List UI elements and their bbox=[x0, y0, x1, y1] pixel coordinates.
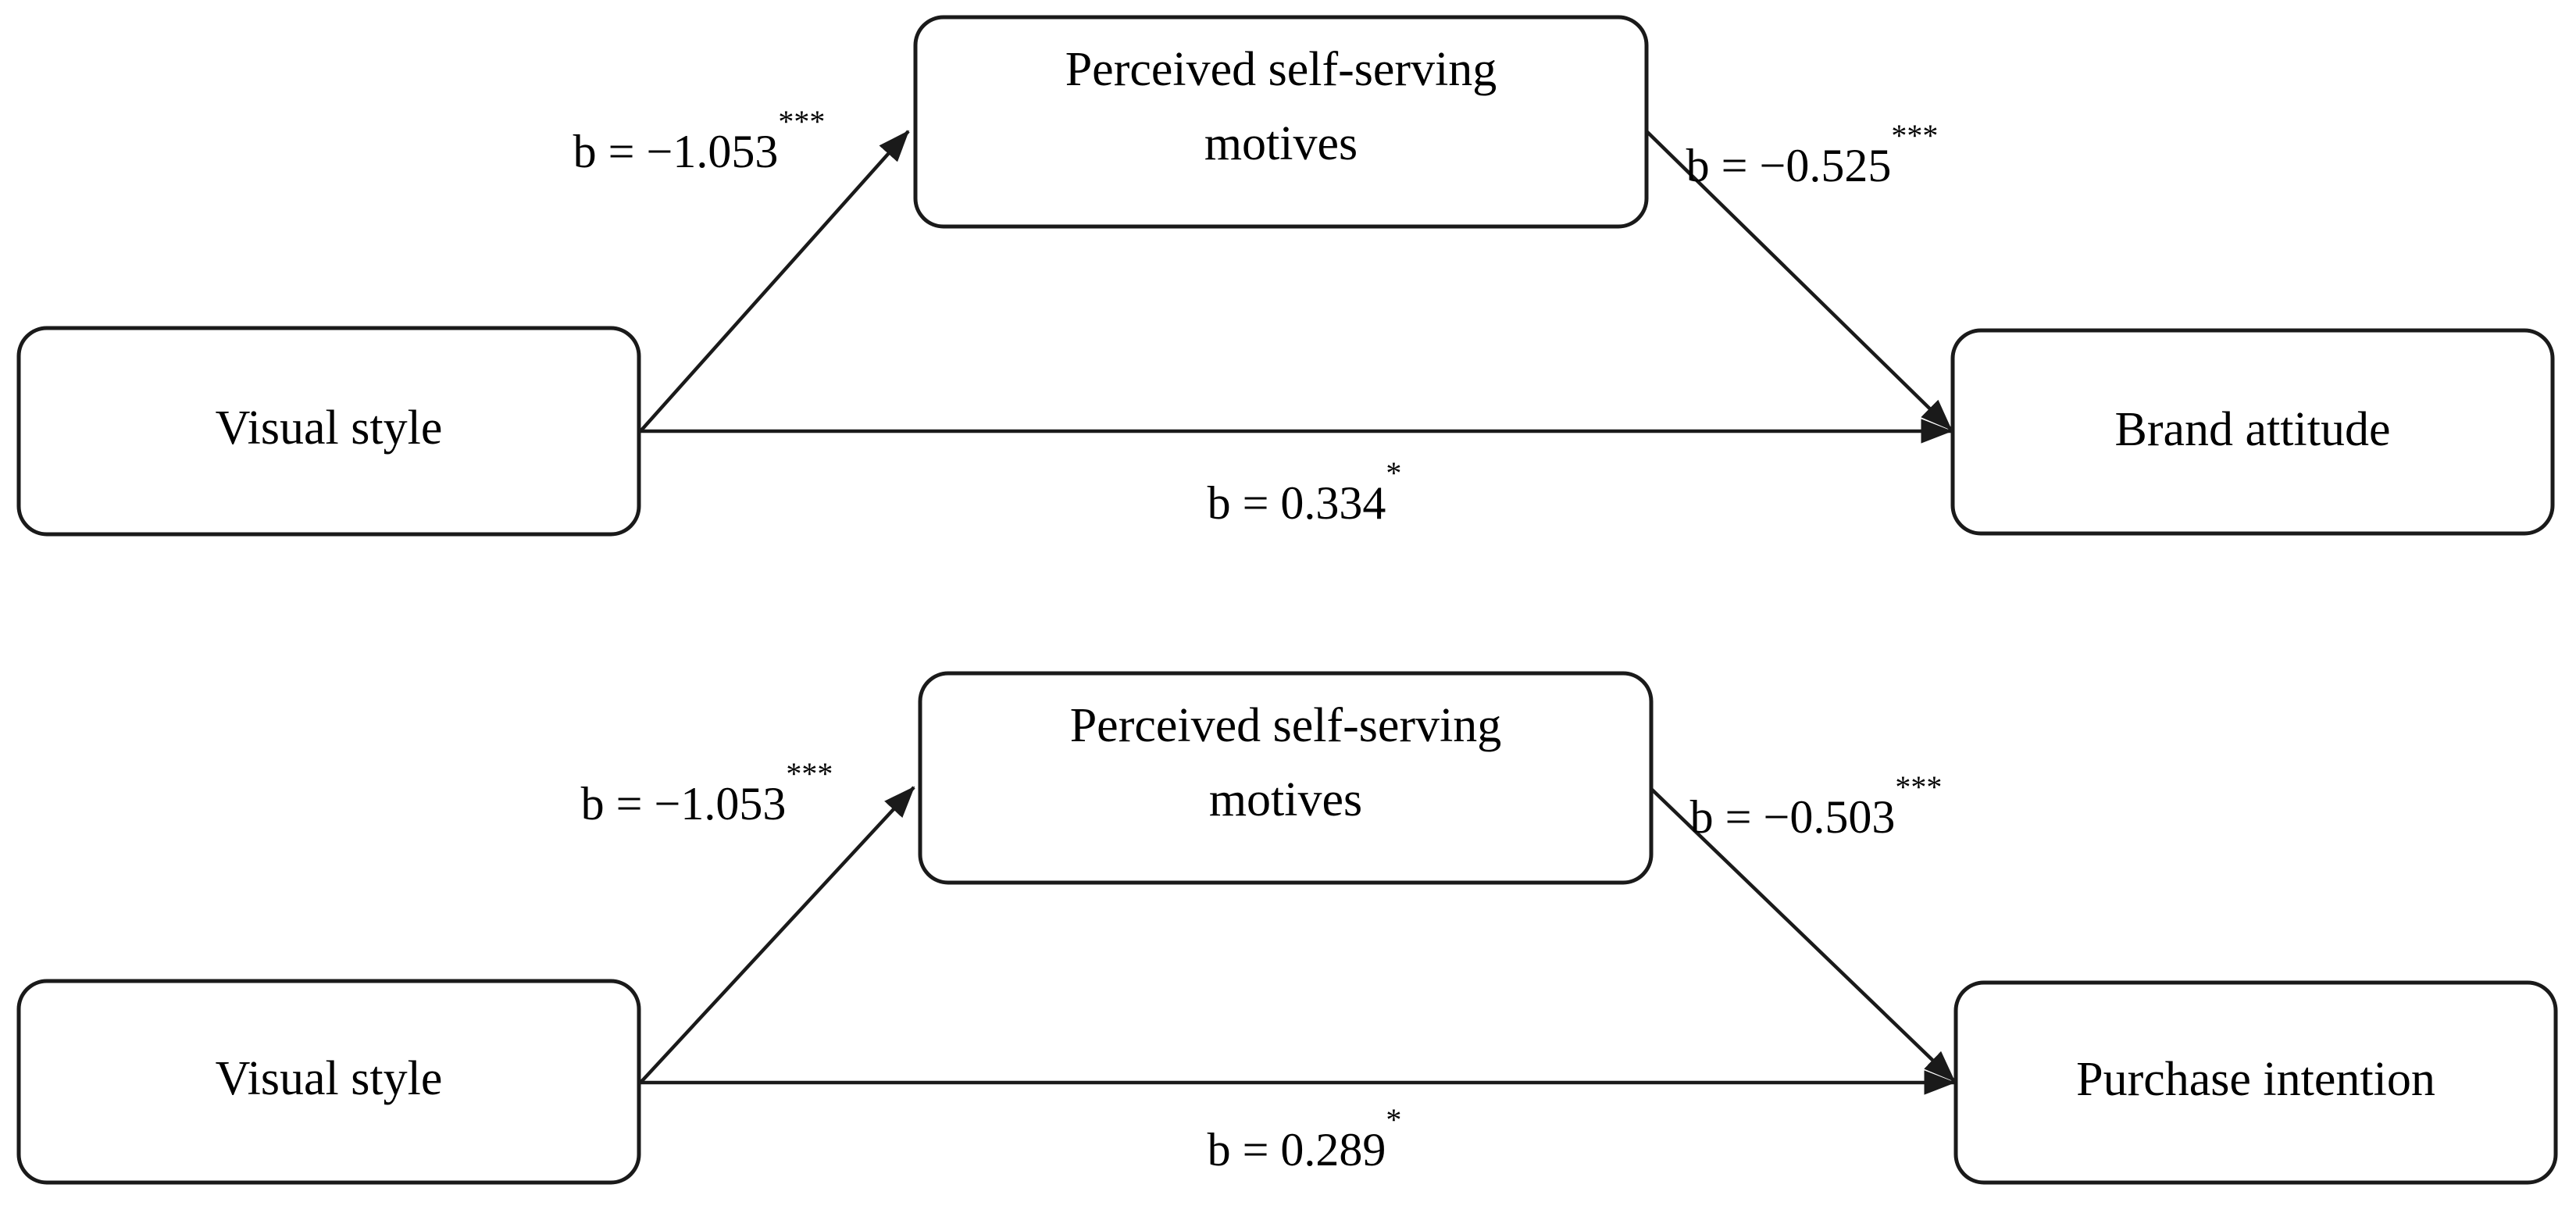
node-outcome-top[interactable] bbox=[1950, 328, 2555, 536]
edge-label-c-path-top-text: b = 0.334 bbox=[1208, 477, 1386, 529]
edge-visual-style-to-mediator-bottom bbox=[639, 786, 915, 1084]
edge-visual-style-to-mediator bbox=[639, 130, 910, 433]
edge-label-a-path-top-stars: *** bbox=[778, 104, 825, 139]
edge-label-b-path-bottom-text: b = −0.503 bbox=[1690, 791, 1896, 843]
edge-label-b-path-top-text: b = −0.525 bbox=[1686, 140, 1892, 191]
edge-label-a-path-bottom-text: b = −1.053 bbox=[581, 778, 787, 829]
node-predictor-bottom-label: Visual style bbox=[216, 1052, 443, 1105]
panel-brand-attitude: Perceived self-serving motives Visual st… bbox=[16, 15, 2555, 537]
edge-mediator-to-brand-attitude bbox=[1645, 130, 1953, 431]
edge-label-b-path-top: b = −0.525*** bbox=[1581, 118, 2021, 191]
edge-label-a-path-top-text: b = −1.053 bbox=[573, 126, 779, 177]
node-mediator-top[interactable] bbox=[913, 15, 1649, 229]
edge-label-c-path-top-stars: * bbox=[1386, 455, 1401, 491]
edge-label-b-path-bottom-stars: *** bbox=[1895, 769, 1942, 805]
node-predictor-bottom[interactable] bbox=[16, 979, 641, 1185]
node-mediator-bottom-label-line1: Perceived self-serving bbox=[1070, 699, 1502, 752]
edge-label-c-path-top: b = 0.334* bbox=[1102, 455, 1484, 529]
panel-purchase-intention: Perceived self-serving motives Visual st… bbox=[16, 671, 2558, 1185]
edge-label-a-path-bottom: b = −1.053*** bbox=[476, 756, 915, 829]
edge-label-b-path-bottom: b = −0.503*** bbox=[1585, 769, 2025, 843]
node-mediator-bottom[interactable] bbox=[918, 671, 1654, 885]
edge-label-a-path-bottom-stars: *** bbox=[786, 756, 833, 791]
edge-label-b-path-top-stars: *** bbox=[1891, 118, 1938, 153]
node-outcome-bottom[interactable] bbox=[1953, 980, 2558, 1185]
node-mediator-top-label-line2: motives bbox=[1204, 117, 1358, 170]
edge-label-a-path-top: b = −1.053*** bbox=[468, 104, 908, 177]
node-mediator-bottom-label-line2: motives bbox=[1209, 773, 1362, 826]
edge-label-c-path-bottom-stars: * bbox=[1386, 1102, 1401, 1137]
node-mediator-top-label-line1: Perceived self-serving bbox=[1065, 43, 1497, 96]
edge-label-c-path-bottom: b = 0.289* bbox=[1102, 1102, 1484, 1176]
node-predictor-top[interactable] bbox=[16, 326, 641, 537]
edge-mediator-to-purchase-intention bbox=[1648, 786, 1956, 1083]
node-predictor-top-label: Visual style bbox=[216, 401, 443, 455]
node-outcome-bottom-label: Purchase intention bbox=[2076, 1053, 2435, 1106]
edge-label-c-path-bottom-text: b = 0.289 bbox=[1208, 1124, 1386, 1176]
node-outcome-top-label: Brand attitude bbox=[2115, 403, 2391, 456]
